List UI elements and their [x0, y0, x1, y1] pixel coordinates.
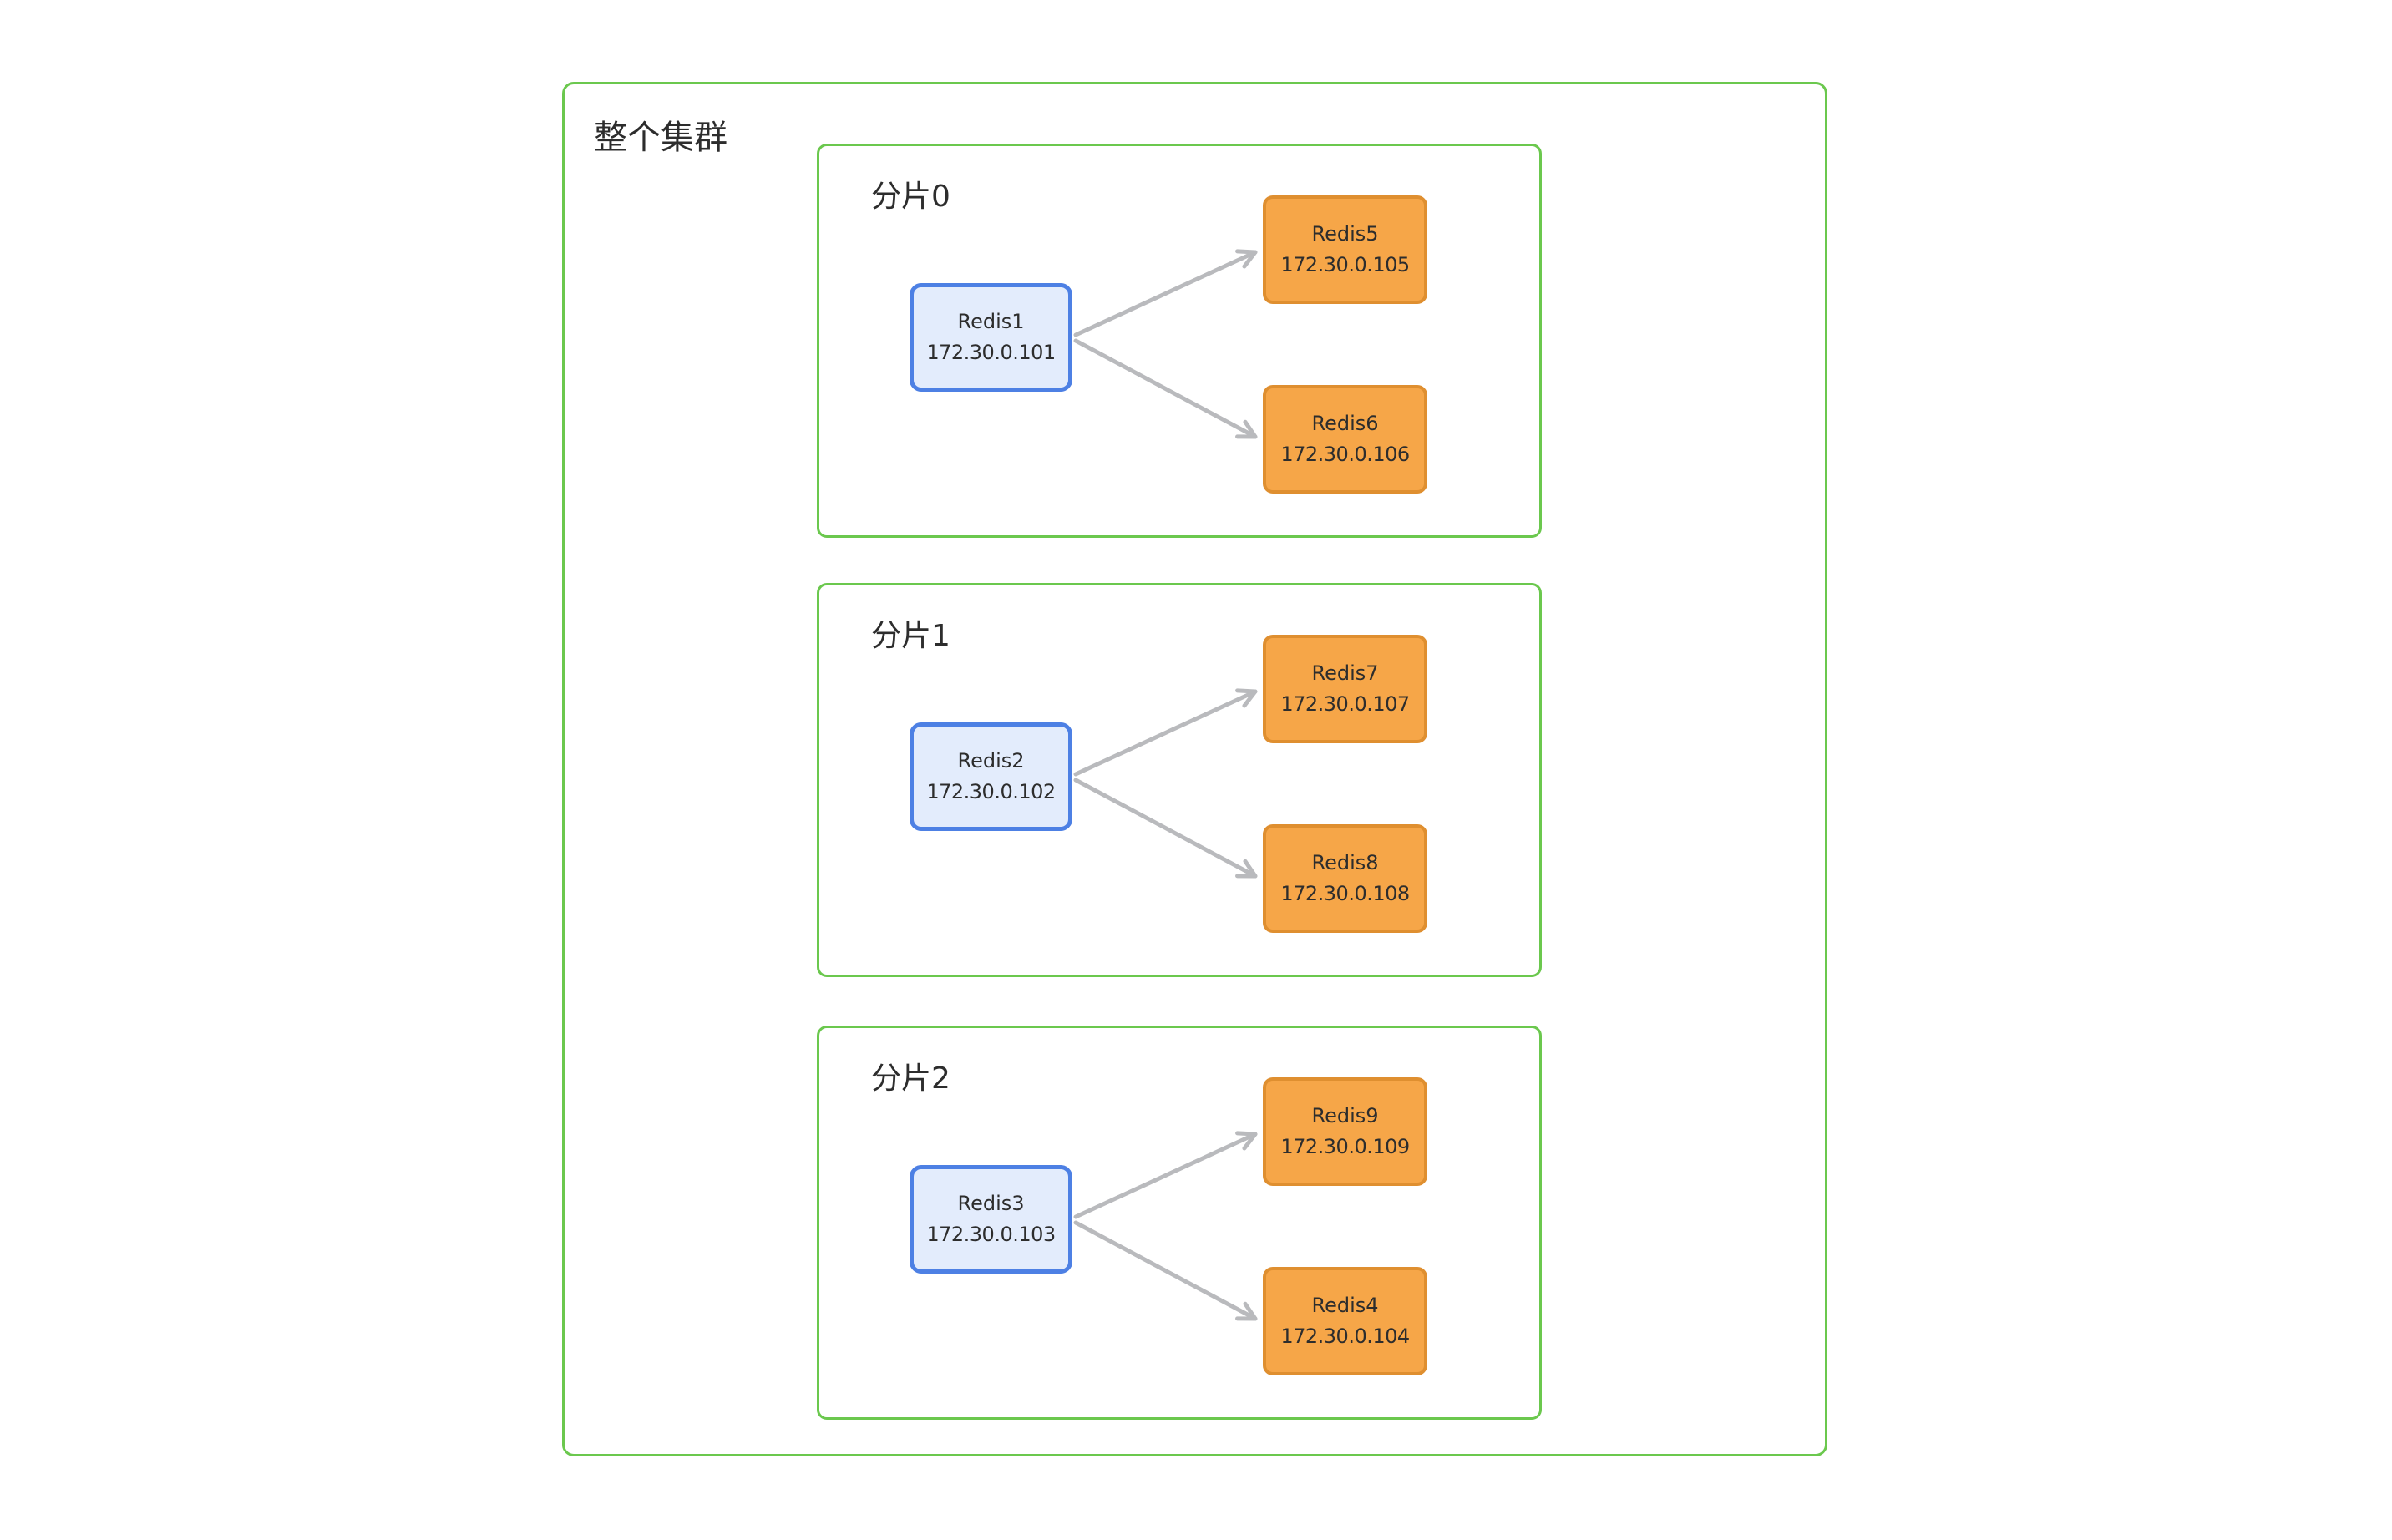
- shard-box-2: 分片2 Redis3 172.30.0.103 Redis9 172.30.0.…: [817, 1026, 1542, 1420]
- cluster-title: 整个集群: [594, 119, 727, 157]
- node-ip: 172.30.0.106: [1280, 443, 1410, 466]
- arrow-master-to-replica-bottom: [1073, 1220, 1258, 1321]
- arrow-master-to-replica-top: [1073, 1131, 1258, 1219]
- node-name: Redis2: [957, 749, 1025, 773]
- master-node: Redis3 172.30.0.103: [910, 1165, 1072, 1274]
- node-name: Redis7: [1311, 661, 1379, 686]
- node-ip: 172.30.0.108: [1280, 882, 1410, 905]
- node-ip: 172.30.0.102: [926, 780, 1056, 803]
- replica-node: Redis4 172.30.0.104: [1263, 1267, 1427, 1375]
- replica-node: Redis5 172.30.0.105: [1263, 195, 1427, 304]
- node-name: Redis6: [1311, 412, 1379, 436]
- node-ip: 172.30.0.103: [926, 1223, 1056, 1246]
- node-ip: 172.30.0.104: [1280, 1325, 1410, 1348]
- node-name: Redis1: [957, 310, 1025, 334]
- arrow-master-to-replica-bottom: [1073, 778, 1258, 879]
- replica-node: Redis6 172.30.0.106: [1263, 385, 1427, 494]
- cluster-box: 整个集群 分片0 Redis1 172.30.0.101 Redis5 172.…: [562, 82, 1827, 1456]
- replica-node: Redis8 172.30.0.108: [1263, 824, 1427, 933]
- node-name: Redis3: [957, 1192, 1025, 1216]
- arrow-master-to-replica-bottom: [1073, 338, 1258, 439]
- replica-node: Redis7 172.30.0.107: [1263, 635, 1427, 743]
- node-ip: 172.30.0.107: [1280, 692, 1410, 716]
- node-ip: 172.30.0.105: [1280, 253, 1410, 276]
- shard-label: 分片0: [871, 180, 950, 214]
- node-name: Redis4: [1311, 1294, 1379, 1318]
- node-name: Redis9: [1311, 1104, 1379, 1128]
- node-ip: 172.30.0.101: [926, 341, 1056, 364]
- node-name: Redis8: [1311, 851, 1379, 875]
- node-name: Redis5: [1311, 222, 1379, 246]
- shard-label: 分片2: [871, 1061, 950, 1096]
- replica-node: Redis9 172.30.0.109: [1263, 1077, 1427, 1186]
- master-node: Redis2 172.30.0.102: [910, 722, 1072, 831]
- arrow-master-to-replica-top: [1073, 688, 1258, 777]
- master-node: Redis1 172.30.0.101: [910, 283, 1072, 392]
- shard-box-0: 分片0 Redis1 172.30.0.101 Redis5 172.30.0.…: [817, 144, 1542, 538]
- shard-label: 分片1: [871, 619, 950, 653]
- node-ip: 172.30.0.109: [1280, 1135, 1410, 1158]
- arrow-master-to-replica-top: [1073, 249, 1258, 337]
- shard-box-1: 分片1 Redis2 172.30.0.102 Redis7 172.30.0.…: [817, 583, 1542, 977]
